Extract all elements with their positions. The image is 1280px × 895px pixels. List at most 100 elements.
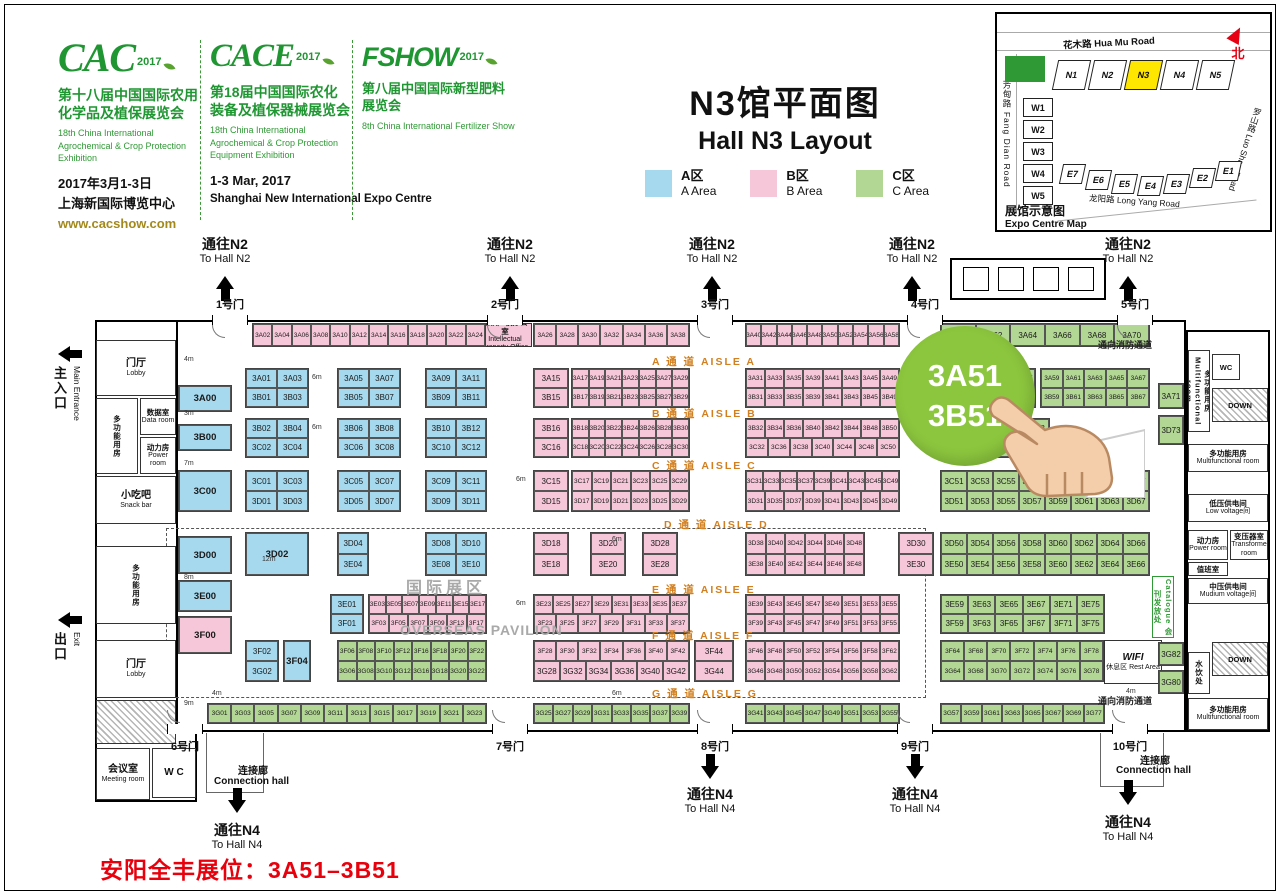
minimap-hall-n1: N1 <box>1051 60 1092 90</box>
booth-cell: 3D20 <box>591 533 625 554</box>
booth-cell: 3B16 <box>534 419 568 438</box>
room-label-cn: W C <box>164 767 184 778</box>
booth-block: 3G82 <box>1158 642 1184 666</box>
exit-label-en: To Hall N2 <box>886 252 938 265</box>
booth-cell: 3G09 <box>300 704 324 723</box>
door-gap <box>1117 315 1153 325</box>
dimension-label: 4m <box>184 356 194 363</box>
booth-cell: 3C08 <box>369 438 400 457</box>
exit-label-cn: 通往N2 <box>487 236 533 252</box>
booth-cell: 3E15 <box>452 595 470 614</box>
booth-cell: 3B34 <box>765 419 785 438</box>
booth-cell: 3A12 <box>349 324 369 346</box>
booth-cell: 3B23 <box>622 388 639 407</box>
room-label-en: Data room <box>141 416 175 424</box>
exit-label-cn: 通往N2 <box>202 236 248 252</box>
map-label: Connection hall <box>214 776 289 787</box>
booth-cell: 3C09 <box>426 471 456 491</box>
aisle-label: B 通 道 AISLE B <box>652 408 757 420</box>
door-gap <box>697 724 733 734</box>
booth-row: 3E28 <box>643 554 677 575</box>
minimap-hall-e6: E6 <box>1084 170 1113 190</box>
booth-cell: 3C41 <box>831 471 848 491</box>
booth-cell: 3F48 <box>765 641 785 661</box>
booth-cell: 3D19 <box>591 491 611 511</box>
booth-cell: 3G41 <box>746 704 766 723</box>
left-arrow-icon <box>70 616 82 624</box>
booth-cell: 3F78 <box>1079 641 1103 661</box>
booth-cell: 3B67 <box>1127 388 1149 407</box>
booth-cell: 3D30 <box>899 533 933 554</box>
hall-outer-wall <box>95 320 1186 732</box>
minimap-hall-w5: W5 <box>1023 186 1053 205</box>
booth-cell: 3E47 <box>803 595 823 614</box>
booth-cell: 3G57 <box>941 704 962 723</box>
booth-cell: 3B65 <box>1105 388 1128 407</box>
booth-cell: 3G22 <box>467 661 486 681</box>
booth-cell: 3B33 <box>765 388 785 407</box>
booth-cell: 3A17 <box>572 369 589 388</box>
booth-cell: 3D50 <box>941 533 967 554</box>
booth-cell: 3B29 <box>672 388 690 407</box>
dimension-label: 6m <box>312 424 322 431</box>
booth-cell: 3B45 <box>860 388 880 407</box>
booth-cell: 3E44 <box>805 554 825 575</box>
down-arrow-icon <box>910 754 920 766</box>
booth-cell: 3A15 <box>534 369 568 388</box>
booth-cell: 3E45 <box>784 595 804 614</box>
highlight-booth-1: 3A51 <box>927 357 1003 393</box>
booth-cell: 3E66 <box>1123 554 1149 575</box>
booth-cell: 3C15 <box>534 471 568 491</box>
room-label: 水饮处 <box>1194 660 1204 686</box>
booth-cell: 3A43 <box>841 369 861 388</box>
dimension-label: 3m <box>184 410 194 417</box>
booth-cell: 3G56 <box>841 661 861 681</box>
cace-venue: Shanghai New International Expo Centre <box>210 192 432 205</box>
booth-cell: 3C31 <box>746 471 763 491</box>
up-arrow-icon <box>1123 288 1133 301</box>
booth-cell: 3E08 <box>426 554 456 575</box>
booth-cell: 3E00 <box>179 581 231 611</box>
map-label: 连接廊 <box>238 766 268 777</box>
map-label: 连接廊 <box>1140 756 1170 767</box>
booth-cell: 3A04 <box>272 324 292 346</box>
cac-url: www.cacshow.com <box>58 216 177 232</box>
booth-cell: 3B01 <box>246 388 277 407</box>
booth-row: 3D18 <box>534 533 568 554</box>
booth-cell: 3G63 <box>1002 704 1023 723</box>
booth-cell: 3F47 <box>803 614 823 633</box>
booth-cell: 3G52 <box>803 661 823 681</box>
page-title-cn: N3馆平面图 <box>689 85 881 123</box>
minimap-hall-e4: E4 <box>1136 176 1165 196</box>
booth-cell: 3G80 <box>1159 671 1183 693</box>
booth-cell: 3D03 <box>277 491 308 511</box>
booth-cell: 3G07 <box>277 704 301 723</box>
booth-cell: 3F01 <box>331 614 363 633</box>
room-label-cn: 动力房 <box>146 442 170 452</box>
exit-to-n4-arrow <box>668 754 752 788</box>
booth-cell: 3F46 <box>746 641 766 661</box>
room-label-cn: 小吃吧 <box>121 489 151 501</box>
booth-cell: 3D25 <box>650 491 670 511</box>
booth-row: 3F44 <box>695 641 733 661</box>
booth-cell: 3G31 <box>592 704 612 723</box>
booth-cell: 3C18 <box>572 438 589 457</box>
minimap-hall-e5: E5 <box>1110 174 1139 194</box>
booth-cell: 3B61 <box>1062 388 1085 407</box>
